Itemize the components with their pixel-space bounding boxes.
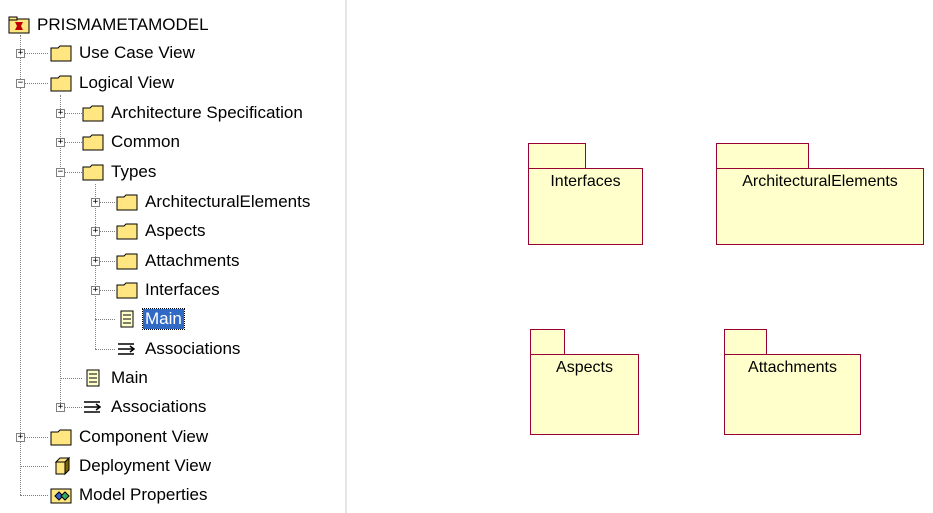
associations-icon xyxy=(118,343,136,355)
package-name: Interfaces xyxy=(528,168,643,245)
tree-line xyxy=(60,113,82,114)
tree-item-label: Architecture Specification xyxy=(111,103,303,122)
package-attachments[interactable]: Attachments xyxy=(724,329,861,435)
expand-toggle[interactable]: + xyxy=(91,285,100,295)
tree-item-label: Main xyxy=(142,308,185,330)
folder-icon xyxy=(50,429,72,446)
folder-icon xyxy=(116,223,138,240)
tree-line xyxy=(20,53,48,54)
package-tab xyxy=(716,143,809,169)
tree-line xyxy=(20,437,48,438)
folder-icon xyxy=(82,164,104,181)
tree-line xyxy=(20,35,21,495)
tree-item-deployment-view[interactable]: Deployment View xyxy=(50,455,213,477)
collapse-toggle[interactable]: − xyxy=(56,167,65,177)
tree-item-associations[interactable]: Associations xyxy=(82,396,208,418)
expand-toggle[interactable]: + xyxy=(91,256,100,266)
folder-icon xyxy=(50,45,72,62)
tree-item-associations[interactable]: Associations xyxy=(116,338,242,360)
tree-item-use-case-view[interactable]: Use Case View xyxy=(50,42,197,64)
tree-item-main-selected[interactable]: Main xyxy=(116,308,185,330)
tree-item-logical-view[interactable]: Logical View xyxy=(50,72,176,94)
folder-icon xyxy=(116,194,138,211)
tree-item-main[interactable]: Main xyxy=(82,367,150,389)
expand-toggle[interactable]: + xyxy=(56,402,65,412)
tree-line xyxy=(95,202,115,203)
class-diagram-icon xyxy=(86,369,100,387)
tree-item-label: Deployment View xyxy=(79,456,211,475)
model-properties-icon xyxy=(50,488,72,504)
tree-root-label: PRISMAMETAMODEL xyxy=(37,15,209,34)
expand-toggle[interactable]: + xyxy=(56,108,65,118)
collapse-toggle[interactable]: − xyxy=(16,78,25,88)
expand-toggle[interactable]: + xyxy=(16,48,25,58)
package-interfaces[interactable]: Interfaces xyxy=(528,143,643,245)
package-tab xyxy=(724,329,767,355)
tree-line xyxy=(60,172,82,173)
tree-item-label: Model Properties xyxy=(79,485,208,504)
tree-line xyxy=(95,231,115,232)
expand-toggle[interactable]: + xyxy=(91,226,100,236)
package-aspects[interactable]: Aspects xyxy=(530,329,639,435)
tree-item-types[interactable]: Types xyxy=(82,161,158,183)
tree-item-architectural-elements[interactable]: ArchitecturalElements xyxy=(116,191,312,213)
tree-root[interactable]: PRISMAMETAMODEL xyxy=(8,14,211,36)
associations-icon xyxy=(84,401,102,413)
tree-item-label: Use Case View xyxy=(79,43,195,62)
tree-line xyxy=(95,290,115,291)
package-architectural-elements[interactable]: ArchitecturalElements xyxy=(716,143,924,245)
tree-item-label: Types xyxy=(111,162,157,181)
package-name: ArchitecturalElements xyxy=(716,168,924,245)
tree-divider xyxy=(345,0,347,513)
tree-item-label: Common xyxy=(111,132,180,151)
tree-line xyxy=(95,319,115,320)
tree-item-label: Logical View xyxy=(79,73,175,92)
tree-line xyxy=(20,466,48,467)
tree-line xyxy=(60,407,82,408)
tree-line xyxy=(60,378,82,379)
expand-toggle[interactable]: + xyxy=(56,137,65,147)
folder-icon xyxy=(116,253,138,270)
package-name: Aspects xyxy=(530,354,639,435)
folder-icon xyxy=(82,134,104,151)
tree-line xyxy=(60,142,82,143)
tree-item-architecture-specification[interactable]: Architecture Specification xyxy=(82,102,305,124)
folder-icon xyxy=(82,105,104,122)
tree-line xyxy=(20,495,48,496)
deployment-icon xyxy=(54,457,71,475)
tree-item-label: Main xyxy=(111,368,148,387)
tree-line xyxy=(95,184,96,349)
tree-line xyxy=(60,95,61,405)
tree-item-aspects[interactable]: Aspects xyxy=(116,220,207,242)
tree-item-common[interactable]: Common xyxy=(82,131,182,153)
tree-item-label: Attachments xyxy=(145,251,240,270)
tree-line xyxy=(95,349,115,350)
folder-icon xyxy=(116,282,138,299)
tree-line xyxy=(20,83,48,84)
package-tab xyxy=(528,143,586,169)
tree-item-model-properties[interactable]: Model Properties xyxy=(50,484,210,506)
tree-item-label: Associations xyxy=(111,397,207,416)
expand-toggle[interactable]: + xyxy=(91,197,100,207)
tree-item-label: Component View xyxy=(79,427,209,446)
tree-item-attachments[interactable]: Attachments xyxy=(116,250,242,272)
tree-item-component-view[interactable]: Component View xyxy=(50,426,210,448)
class-diagram-icon xyxy=(120,310,134,328)
tree-item-label: ArchitecturalElements xyxy=(145,192,311,211)
package-name: Attachments xyxy=(724,354,861,435)
tree-item-label: Aspects xyxy=(145,221,206,240)
expand-toggle[interactable]: + xyxy=(16,432,25,442)
tree-item-label: Interfaces xyxy=(145,280,220,299)
tree-item-label: Associations xyxy=(145,339,241,358)
folder-icon xyxy=(50,75,72,92)
package-tab xyxy=(530,329,565,355)
model-browser-tree: + − + + − + + + + + + PRISMAMETAMODEL Us… xyxy=(0,0,350,513)
model-root-icon xyxy=(8,16,30,34)
tree-line xyxy=(95,261,115,262)
tree-item-interfaces[interactable]: Interfaces xyxy=(116,279,222,301)
